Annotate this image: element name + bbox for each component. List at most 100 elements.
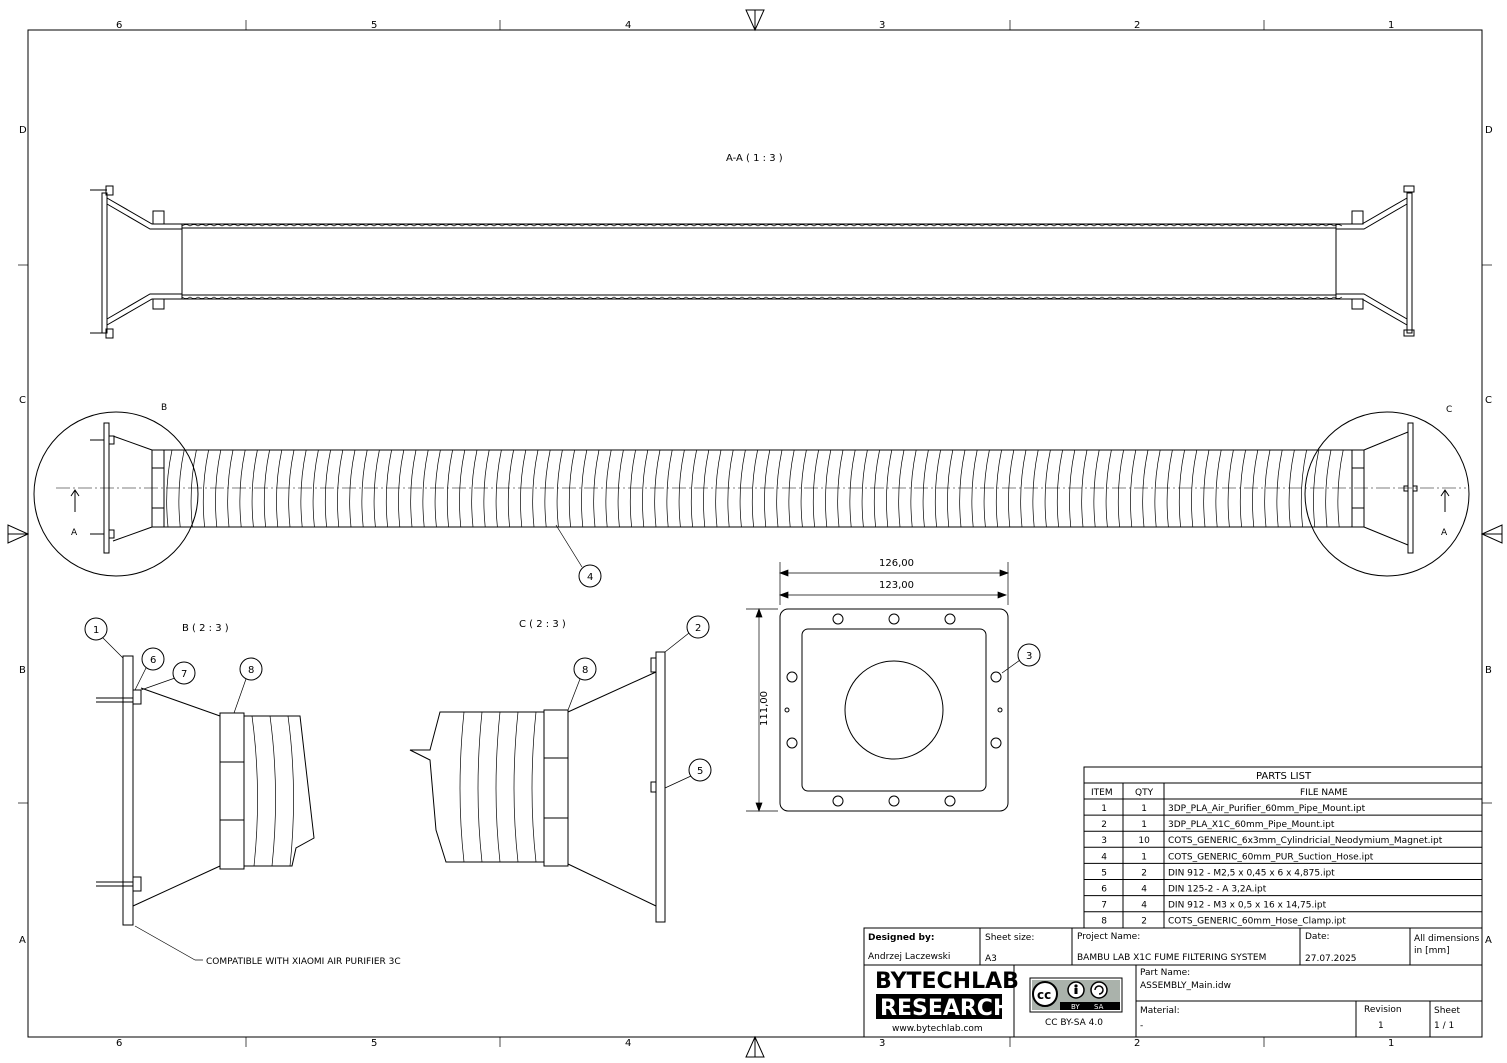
compatibility-note: COMPATIBLE WITH XIAOMI AIR PURIFIER 3C [206, 957, 401, 967]
balloon-7: 7 [181, 669, 187, 680]
parts-list-file-name: COTS_GENERIC_60mm_PUR_Suction_Hose.ipt [1168, 852, 1374, 862]
zone-labels: 6 5 4 3 2 1 6 5 4 3 2 1 D C B A D C B A [19, 20, 1493, 1049]
license-text: CC BY-SA 4.0 [1045, 1018, 1103, 1028]
parts-list-item: 6 [1101, 885, 1107, 895]
zone-right-b: B [1485, 665, 1492, 676]
parts-list-qty: 1 [1141, 820, 1147, 830]
title-block: Designed by: Andrzej Laczewski Sheet siz… [863, 927, 1483, 1038]
revision-label: Revision [1364, 1005, 1402, 1015]
section-right-mount [1336, 185, 1415, 337]
balloon-2: 2 [695, 623, 701, 634]
balloon-5: 5 [697, 766, 703, 777]
dimension-width-outer: 126,00 [879, 558, 914, 569]
dimension-height: 111,00 [759, 691, 770, 726]
balloon-8-left: 8 [248, 665, 254, 676]
material-value: - [1140, 1021, 1143, 1031]
balloon-4: 4 [587, 572, 593, 583]
parts-list-file-name: DIN 125-2 - A 3,2A.ipt [1168, 885, 1267, 895]
parts-list-qty: 4 [1141, 885, 1147, 895]
website: www.bytechlab.com [892, 1024, 983, 1034]
parts-list-item: 5 [1101, 868, 1107, 878]
main-assembly-view: B C A A [33, 403, 1470, 577]
revision-value: 1 [1378, 1021, 1384, 1031]
parts-list-qty: 4 [1141, 901, 1147, 911]
parts-list-file-name: 3DP_PLA_Air_Purifier_60mm_Pipe_Mount.ipt [1168, 804, 1366, 814]
material-label: Material: [1140, 1006, 1180, 1016]
project-name-label: Project Name: [1077, 932, 1140, 942]
zone-bottom-6: 6 [116, 1038, 122, 1049]
sheet-size-value: A3 [985, 954, 997, 964]
parts-list-qty: 1 [1141, 852, 1147, 862]
svg-text:cc: cc [1037, 988, 1051, 1002]
date-label: Date: [1305, 932, 1330, 942]
sheet-border [7, 9, 1503, 1058]
zone-bottom-4: 4 [625, 1038, 631, 1049]
cc-badge-sa: SA [1094, 1003, 1104, 1011]
section-arrow-a-left: A [71, 528, 78, 538]
zone-bottom-3: 3 [879, 1038, 885, 1049]
zone-left-c: C [19, 395, 26, 406]
units-note-line2: in [mm] [1414, 946, 1450, 956]
zone-top-1: 1 [1388, 20, 1394, 31]
parts-list-header-file-name: FILE NAME [1300, 788, 1348, 798]
zone-right-c: C [1485, 395, 1492, 406]
sheet-size-label: Sheet size: [985, 933, 1034, 943]
section-left-mount [90, 185, 182, 339]
zone-bottom-5: 5 [371, 1038, 377, 1049]
balloon-8-right: 8 [582, 665, 588, 676]
parts-list-item: 2 [1101, 820, 1107, 830]
sheet-label: Sheet [1434, 1006, 1460, 1016]
designed-by-value: Andrzej Laczewski [868, 952, 950, 962]
cc-badge-by: BY [1071, 1003, 1080, 1011]
zone-left-a: A [19, 935, 26, 946]
parts-list-qty: 2 [1141, 917, 1147, 927]
date-value: 27.07.2025 [1305, 954, 1357, 964]
parts-list-item: 4 [1101, 852, 1107, 862]
zone-top-5: 5 [371, 20, 377, 31]
project-name-value: BAMBU LAB X1C FUME FILTERING SYSTEM [1077, 953, 1266, 963]
cc-license-badge: cc BY SA CC BY-SA 4.0 [1029, 977, 1123, 1028]
parts-list-file-name: COTS_GENERIC_60mm_Hose_Clamp.ipt [1168, 917, 1346, 927]
parts-list-header-item: ITEM [1091, 788, 1113, 798]
parts-list-file-name: DIN 912 - M3 x 0,5 x 16 x 14,75.ipt [1168, 901, 1327, 911]
parts-list-item: 1 [1101, 804, 1107, 814]
zone-top-4: 4 [625, 20, 631, 31]
detail-circle-b [33, 411, 199, 577]
detail-c-label: C ( 2 : 3 ) [519, 619, 566, 630]
designed-by-label: Designed by: [868, 933, 934, 943]
parts-list-file-name: DIN 912 - M2,5 x 0,45 x 6 x 4,875.ipt [1168, 868, 1335, 878]
detail-b-letter: B [161, 403, 167, 413]
detail-c-letter: C [1446, 405, 1452, 415]
parts-list-item: 3 [1101, 836, 1107, 846]
balloon-3: 3 [1026, 651, 1032, 662]
detail-b-label: B ( 2 : 3 ) [182, 623, 229, 634]
parts-list-header-qty: QTY [1135, 788, 1154, 798]
zone-left-b: B [19, 665, 26, 676]
parts-list-file-name: COTS_GENERIC_6x3mm_Cylindricial_Neodymiu… [1168, 836, 1443, 846]
flange-view: 126,00 123,00 111,00 [746, 558, 1021, 812]
logo-line-research: RESEARCH [880, 996, 1011, 1021]
units-note-line1: All dimensions [1414, 934, 1480, 944]
detail-circle-c [1304, 411, 1470, 577]
zone-right-a: A [1485, 935, 1492, 946]
parts-list-qty: 10 [1138, 836, 1150, 846]
parts-list-item: 7 [1101, 901, 1107, 911]
bytechlab-logo: BYTECHLAB RESEARCH www.bytechlab.com [875, 969, 1019, 1034]
detail-view-b: B ( 2 : 3 ) COMPATIBLE WITH XIAOMI AIR P… [96, 623, 401, 967]
zone-top-2: 2 [1134, 20, 1140, 31]
part-name-value: ASSEMBLY_Main.idw [1140, 981, 1231, 991]
zone-bottom-1: 1 [1388, 1038, 1394, 1049]
balloons: 1 2 3 4 5 6 7 8 8 [84, 564, 1041, 789]
detail-view-c: C ( 2 : 3 ) [409, 619, 666, 923]
balloon-6: 6 [150, 655, 156, 666]
dimension-width-inner: 123,00 [879, 580, 914, 591]
zone-bottom-2: 2 [1134, 1038, 1140, 1049]
hose-right-end [1351, 422, 1418, 554]
part-name-label: Part Name: [1140, 968, 1190, 978]
parts-list-qty: 1 [1141, 804, 1147, 814]
zone-right-d: D [1485, 125, 1493, 136]
zone-left-d: D [19, 125, 27, 136]
parts-list-item: 8 [1101, 917, 1107, 927]
